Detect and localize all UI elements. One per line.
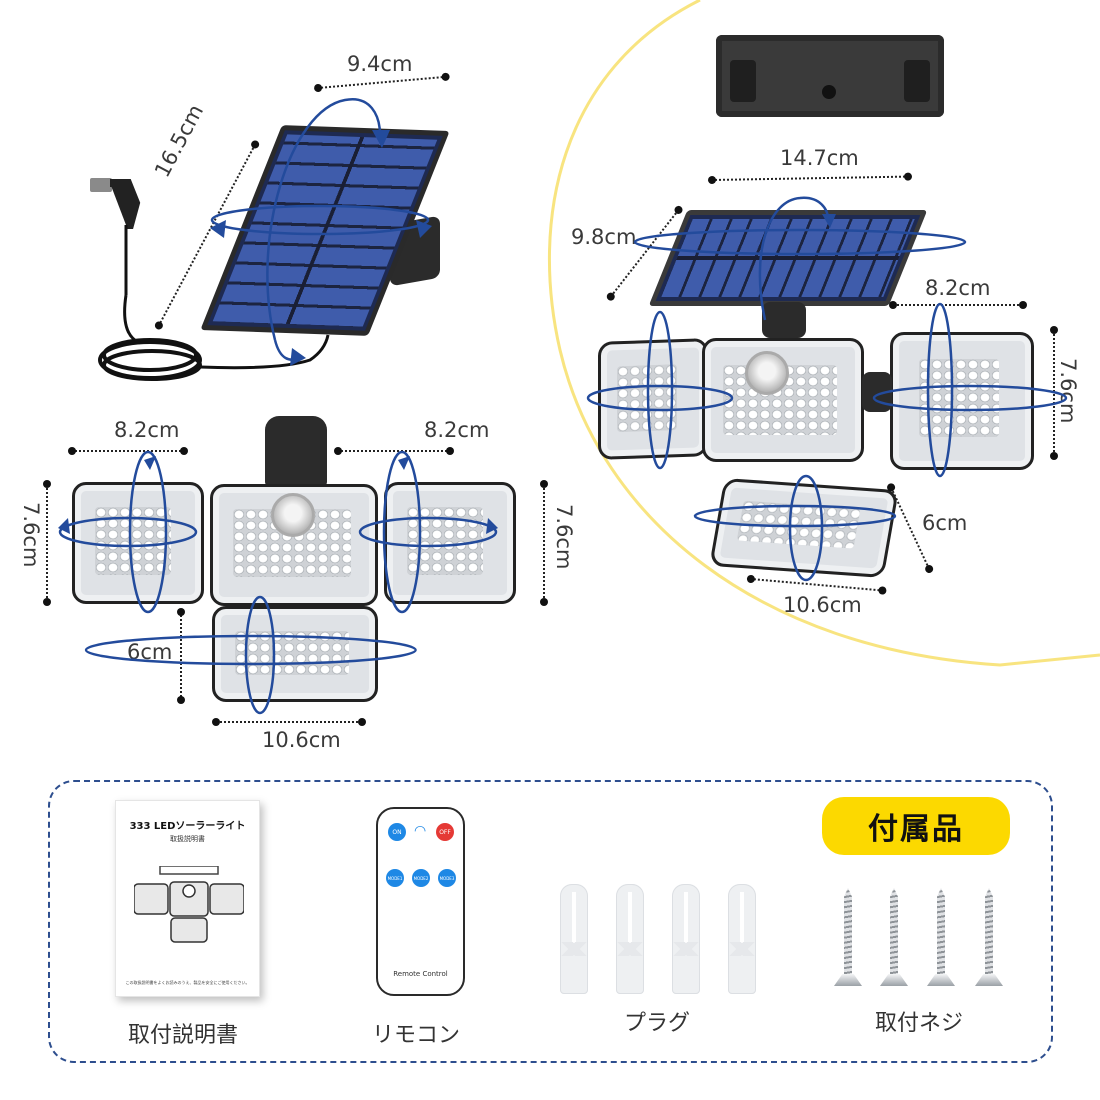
accessories-badge: 付属品 xyxy=(822,797,1010,855)
lamp-head-center xyxy=(210,484,378,606)
wall-plug-icon xyxy=(608,884,652,994)
rotation-arrows-icon-right xyxy=(586,196,1068,582)
mounting-bracket-image xyxy=(716,35,944,117)
screw-icon xyxy=(927,888,955,988)
screw-label: 取付ネジ xyxy=(875,1011,964,1036)
remote-off-button: OFF xyxy=(436,823,454,841)
remote-mode3-button: MODE3 xyxy=(438,869,456,887)
manual-label: 取付説明書 xyxy=(128,1023,239,1048)
left-head-width-line xyxy=(68,447,188,455)
manual-footer: この取扱説明書をよくお読みのうえ、製品を安全にご使用ください。 xyxy=(125,980,250,985)
remote-control-image: ON ◠ OFF MODE1 MODE2 MODE3 Remote Contro… xyxy=(376,807,465,996)
panel-width-label-right: 14.7cm xyxy=(780,146,859,170)
manual-title: 333 LEDソーラーライト xyxy=(129,821,246,832)
manual-lamp-illustration-icon xyxy=(134,866,244,943)
head-rotation-arrows-icon xyxy=(58,450,498,715)
side-head-width-line-right xyxy=(889,301,1027,309)
remote-control-label: リモコン xyxy=(372,1023,461,1048)
wall-plug-label: プラグ xyxy=(624,1011,691,1036)
wireless-signal-icon: ◠ xyxy=(414,823,427,839)
bottom-head-width-label-right: 10.6cm xyxy=(783,593,862,617)
lamp-head-bottom xyxy=(212,606,378,702)
bottom-head-width-line xyxy=(212,718,366,726)
manual-subtitle: 取扱説明書 xyxy=(170,835,205,843)
remote-label: Remote Control xyxy=(393,970,448,978)
panel-width-label: 9.4cm xyxy=(347,52,413,76)
rotation-arrows-icon xyxy=(210,97,432,366)
remote-mode2-button: MODE2 xyxy=(412,869,430,887)
lamp-mount-bracket xyxy=(265,416,327,486)
left-head-width-label: 8.2cm xyxy=(114,418,180,442)
screw-icon xyxy=(880,888,908,988)
wall-plug-icon xyxy=(664,884,708,994)
lamp-head-center-right-view xyxy=(702,338,864,462)
accessories-section xyxy=(48,780,1053,1063)
wall-plug-icon xyxy=(552,884,596,994)
right-head-width-line xyxy=(334,447,454,455)
motion-sensor-icon xyxy=(271,493,315,537)
screw-icon xyxy=(834,888,862,988)
bottom-head-width-label: 10.6cm xyxy=(262,728,341,752)
dc-cable-icon xyxy=(90,178,330,381)
screw-icon xyxy=(975,888,1003,988)
bottom-head-height-label-right: 6cm xyxy=(922,511,968,535)
right-head-width-label: 8.2cm xyxy=(424,418,490,442)
remote-on-button: ON xyxy=(388,823,406,841)
panel-stem xyxy=(762,302,806,338)
wall-plug-icon xyxy=(720,884,764,994)
lamp-head-right-right-view xyxy=(890,332,1034,470)
instruction-manual-image: 333 LEDソーラーライト 取扱説明書 この取扱説明書をよくお読みのうえ、製品… xyxy=(115,800,260,997)
panel-depth-label-right: 9.8cm xyxy=(571,225,637,249)
side-head-width-label-right: 8.2cm xyxy=(925,276,991,300)
motion-sensor-icon-right xyxy=(745,351,789,395)
remote-mode1-button: MODE1 xyxy=(386,869,404,887)
